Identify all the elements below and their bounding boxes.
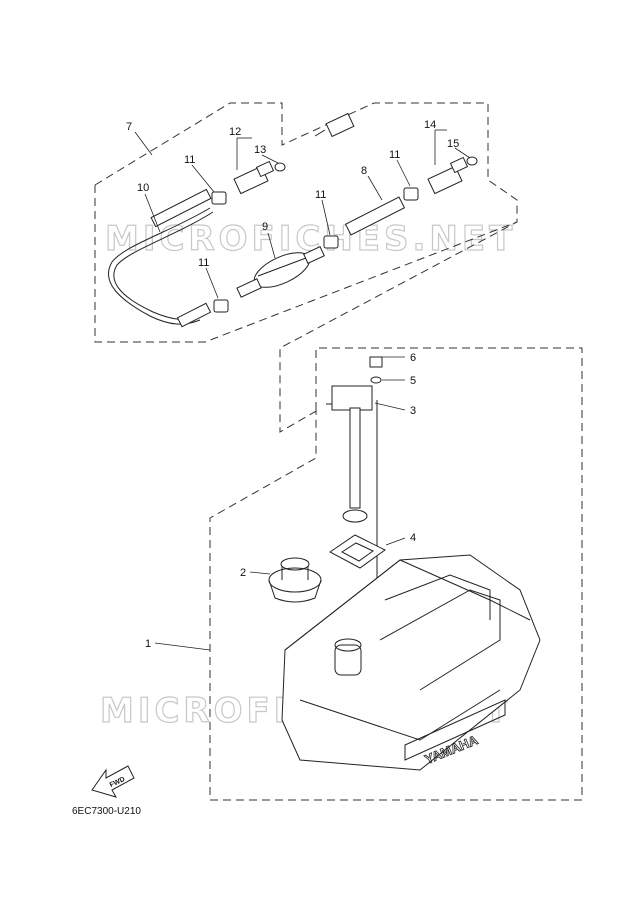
gasket	[329, 534, 386, 569]
callout-3: 3	[410, 405, 416, 417]
callout-14: 14	[424, 119, 436, 131]
connector-tank-side	[427, 156, 478, 195]
engine-fitting	[314, 112, 355, 138]
callout-11-d: 11	[389, 149, 400, 161]
connector-engine-side	[233, 160, 286, 195]
hose-clamps	[211, 187, 419, 313]
callout-8: 8	[361, 165, 367, 177]
callout-11-b: 11	[315, 189, 326, 201]
hose-assembly-boundary	[94, 102, 518, 433]
callout-9: 9	[262, 221, 268, 233]
callout-13: 13	[254, 144, 266, 156]
callout-15: 15	[447, 138, 459, 150]
callout-2: 2	[240, 567, 246, 579]
fuel-gauge-assembly	[326, 356, 383, 600]
callout-6: 6	[410, 352, 416, 364]
callout-10: 10	[137, 182, 149, 194]
fuel-hose-short	[344, 196, 406, 236]
fuel-tank: YAMAHA	[281, 554, 541, 771]
hose-assembly-boundary-left	[94, 185, 518, 343]
tank-assembly-boundary	[209, 347, 583, 801]
callout-7: 7	[126, 121, 132, 133]
callout-11-c: 11	[198, 257, 209, 269]
callout-numbers: 7 12 13 11 10 11 9 11 8 11 14 15 6 5 3 4…	[126, 119, 459, 650]
callout-1: 1	[145, 638, 151, 650]
callout-5: 5	[410, 375, 416, 387]
fuel-cap	[268, 557, 322, 603]
callout-11-a: 11	[184, 154, 195, 166]
callout-12: 12	[229, 126, 241, 138]
diagram-code: 6EC7300-U210	[72, 806, 141, 817]
callout-4: 4	[410, 532, 416, 544]
primer-bulb	[236, 246, 325, 298]
forward-arrow: FWD	[91, 765, 135, 798]
fuel-hose	[107, 188, 214, 328]
leader-lines	[134, 129, 471, 651]
